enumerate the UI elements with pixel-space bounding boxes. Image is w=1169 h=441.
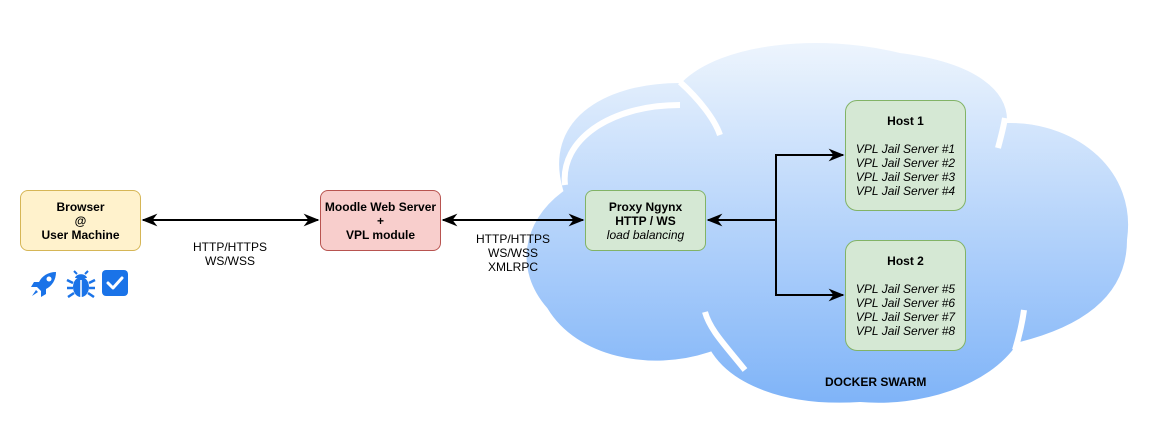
checkbox-icon — [102, 270, 130, 298]
rocket-icon — [30, 270, 58, 298]
browser-node: Browser @ User Machine — [20, 190, 141, 251]
host2-title: Host 2 — [887, 253, 924, 268]
host2-server-6: VPL Jail Server #6 — [855, 295, 956, 310]
proxy-label-line3: load balancing — [606, 227, 685, 242]
connector-to-host1 — [775, 148, 845, 220]
host1-title: Host 1 — [887, 113, 924, 128]
moodle-label-line3: VPL module — [345, 227, 416, 242]
docker-swarm-cloud — [520, 37, 1135, 409]
docker-swarm-label: DOCKER SWARM — [825, 375, 927, 389]
tool-icons — [30, 270, 130, 299]
link2-protocol-2: WS/WSS — [488, 246, 538, 260]
proxy-label-line2: HTTP / WS — [615, 213, 676, 228]
moodle-label-line1: Moodle Web Server — [324, 199, 437, 214]
bug-icon — [66, 270, 96, 299]
link1-label: HTTP/HTTPS WS/WSS — [180, 240, 280, 268]
host1-server-4: VPL Jail Server #4 — [855, 183, 956, 198]
browser-label-line1: Browser — [56, 199, 105, 214]
connector-to-host2 — [775, 220, 845, 302]
link2-protocol-1: HTTP/HTTPS — [476, 232, 550, 246]
host2-node: Host 2 VPL Jail Server #5 VPL Jail Serve… — [845, 240, 966, 351]
host2-server-7: VPL Jail Server #7 — [855, 309, 956, 324]
host2-server-8: VPL Jail Server #8 — [855, 323, 956, 338]
link2-protocol-3: XMLRPC — [487, 260, 538, 274]
link1-protocol-1: HTTP/HTTPS — [193, 240, 267, 254]
link1-protocol-2: WS/WSS — [205, 254, 255, 268]
browser-label-line3: User Machine — [41, 227, 120, 242]
host1-server-3: VPL Jail Server #3 — [855, 169, 956, 184]
host1-server-2: VPL Jail Server #2 — [855, 155, 956, 170]
host1-node: Host 1 VPL Jail Server #1 VPL Jail Serve… — [845, 100, 966, 211]
proxy-label-line1: Proxy Ngynx — [608, 199, 683, 214]
moodle-server-node: Moodle Web Server + VPL module — [320, 190, 441, 251]
link2-label: HTTP/HTTPS WS/WSS XMLRPC — [463, 232, 563, 274]
proxy-node: Proxy Ngynx HTTP / WS load balancing — [585, 190, 706, 251]
moodle-label-line2: + — [376, 213, 384, 228]
host1-server-1: VPL Jail Server #1 — [855, 141, 956, 156]
browser-label-line2: @ — [74, 213, 87, 228]
host2-server-5: VPL Jail Server #5 — [855, 281, 956, 296]
